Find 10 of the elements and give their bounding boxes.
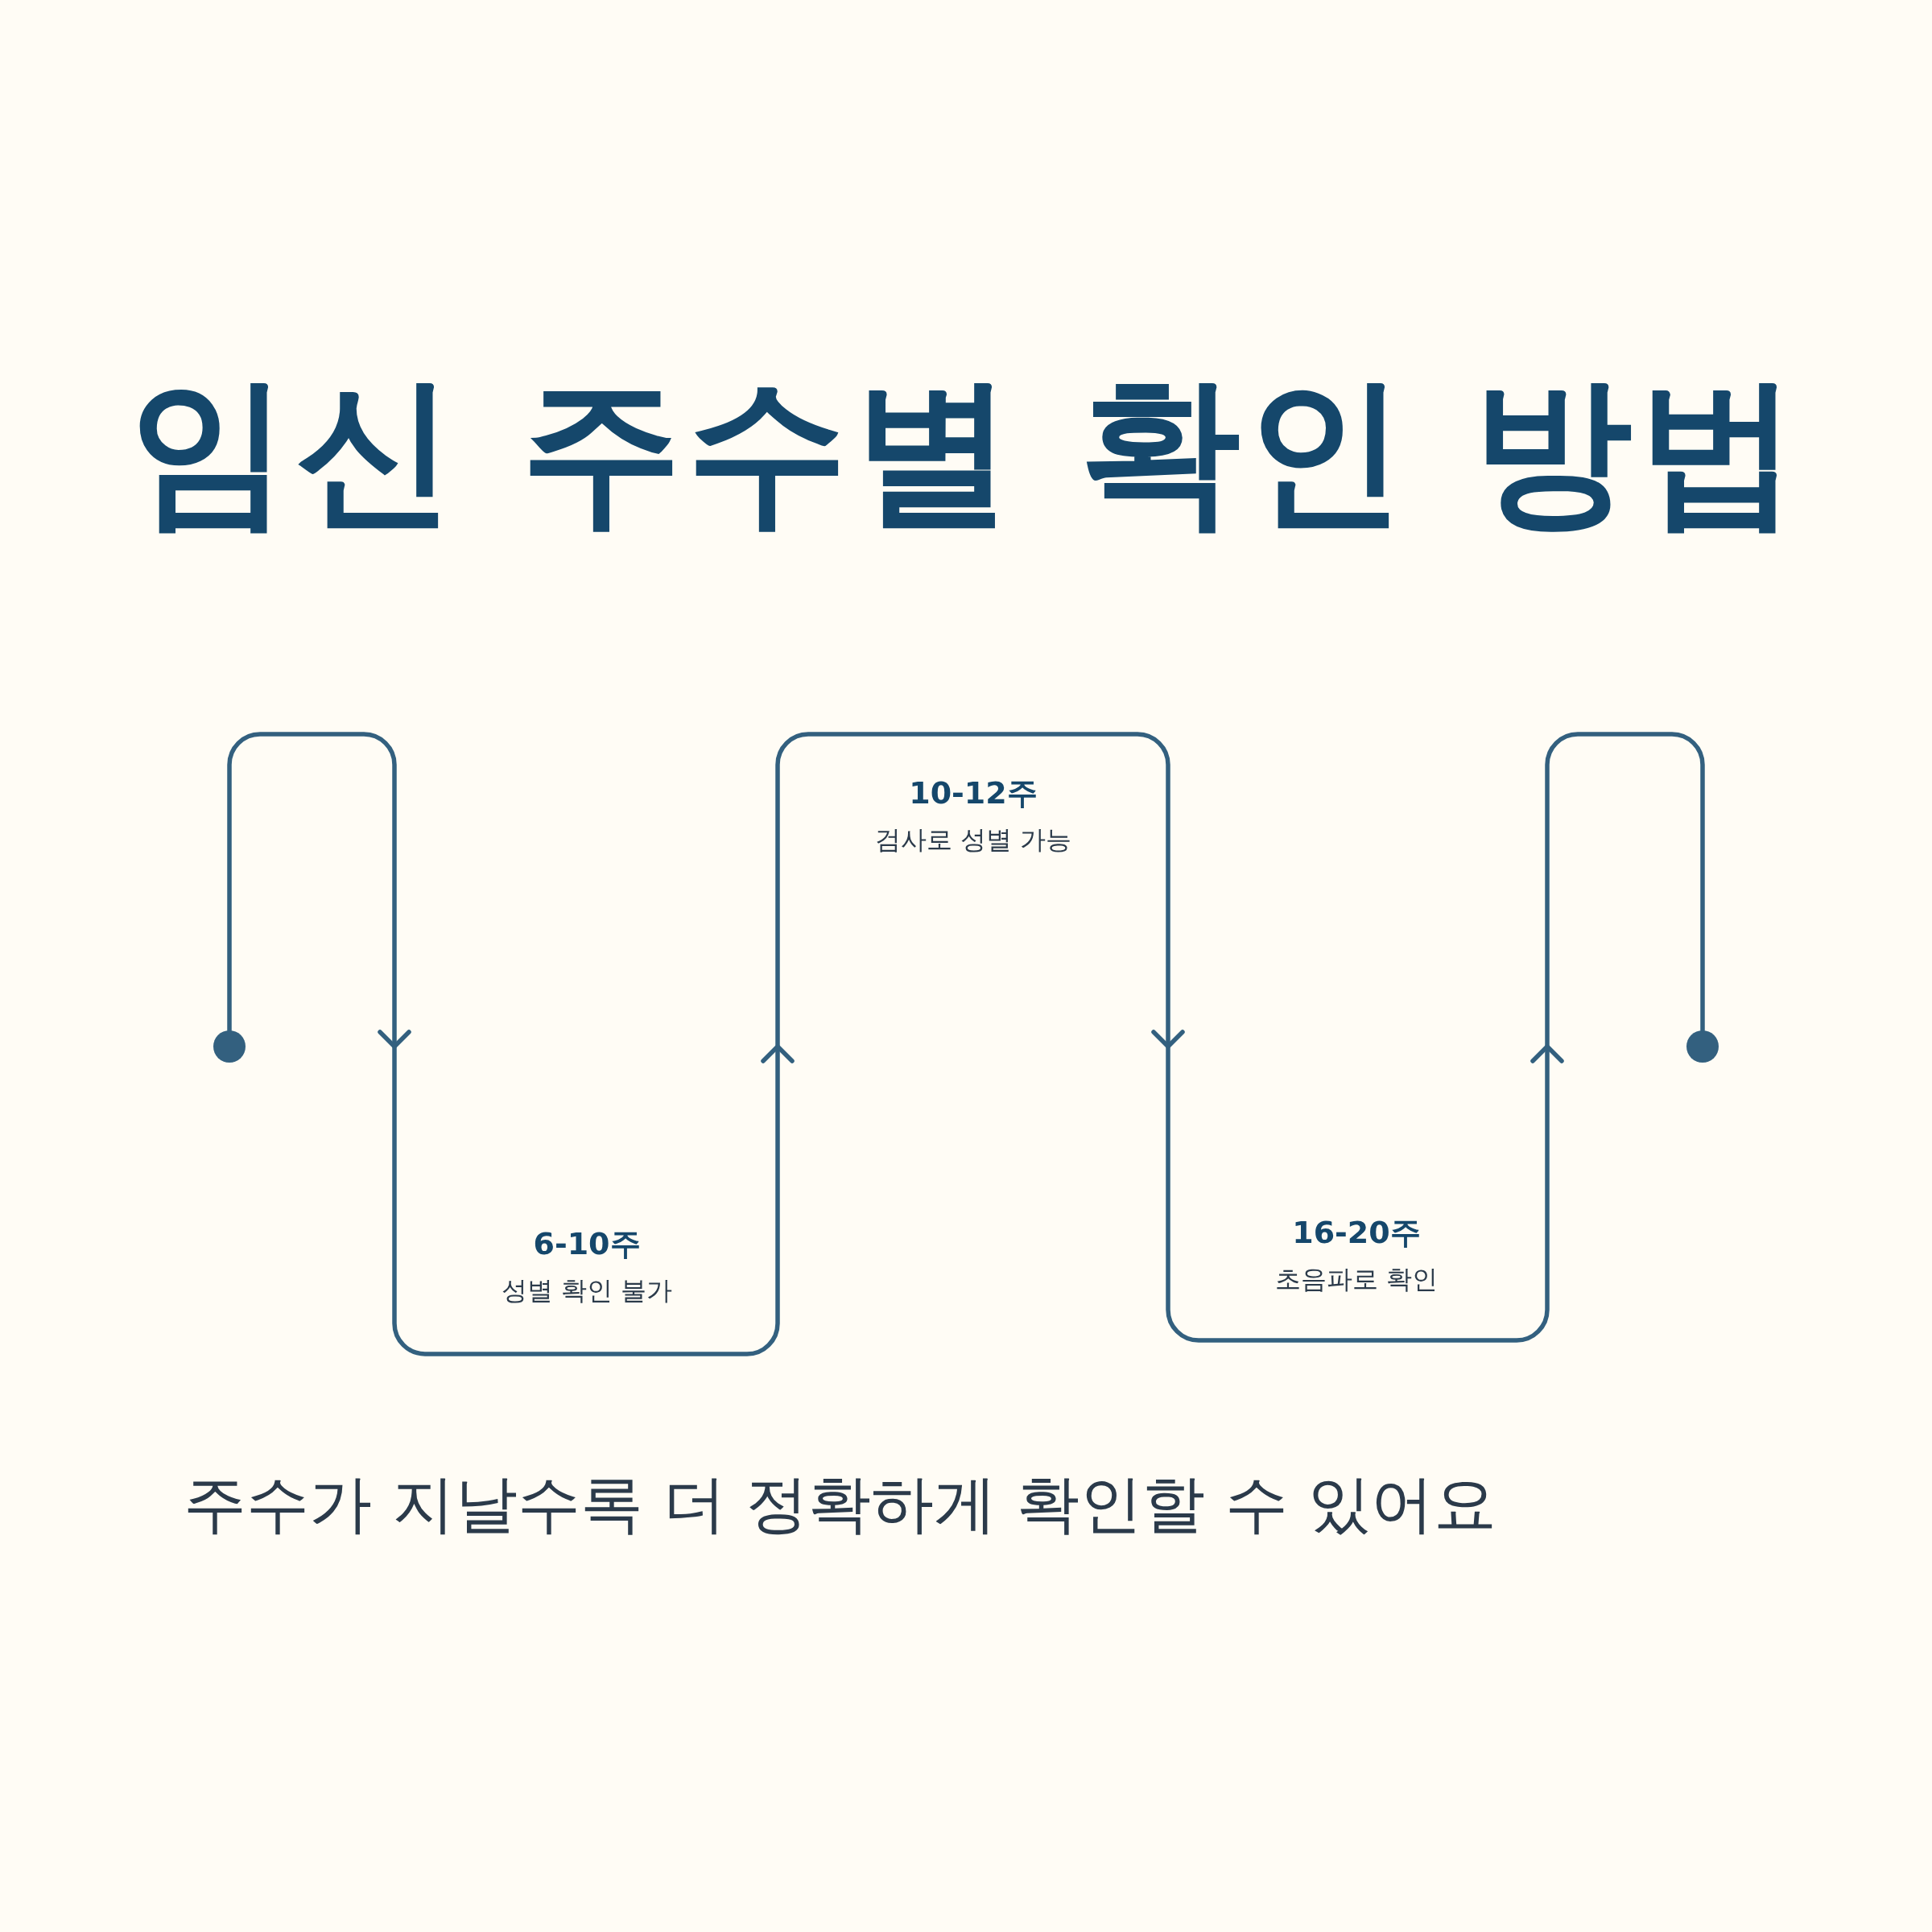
stage-description: 초음파로 확인 <box>1274 1263 1439 1297</box>
endpoint-dot <box>1686 1030 1719 1063</box>
stage-description: 성별 확인 불가 <box>500 1274 674 1308</box>
title: 임신 주수별 확인 방법 <box>127 356 1805 546</box>
stage-description: 검사로 성별 가능 <box>873 824 1073 857</box>
stage-heading: 10-12주 <box>908 774 1038 813</box>
caption: 주수가 지날수록 더 정확하게 확인할 수 있어요 <box>184 1467 1496 1542</box>
stage-heading: 16-20주 <box>1291 1214 1422 1253</box>
stage-heading: 6-10주 <box>532 1225 642 1264</box>
endpoint-dot <box>213 1030 246 1063</box>
